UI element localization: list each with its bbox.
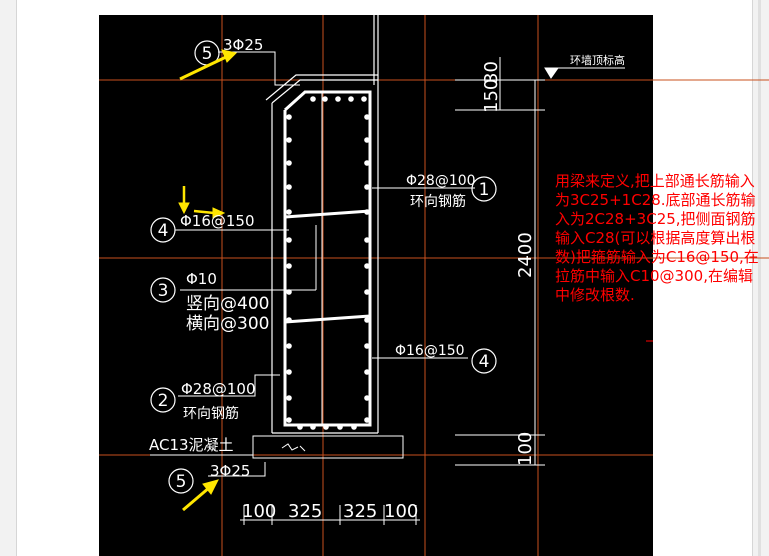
red-annotation-text: 用梁来定义,把上部通长筋输入为3C25+1C28.底部通长筋输入为2C28+3C… xyxy=(555,172,759,304)
callout-5-bottom: 5 xyxy=(176,472,187,492)
label-horizontal-spacing: 横向@300 xyxy=(186,314,269,334)
dim-30: 30 xyxy=(481,61,502,84)
label-vertical-spacing: 竖向@400 xyxy=(186,294,269,314)
label-phi10: Φ10 xyxy=(186,270,217,288)
callout-circles xyxy=(150,40,497,494)
callout-4-left: 4 xyxy=(158,221,169,241)
label-tie-right: Φ16@150 xyxy=(395,343,465,359)
rebar-cage xyxy=(283,90,372,427)
label-ring-bar-top-desc: 环向钢筋 xyxy=(410,193,466,210)
left-window-border xyxy=(0,0,17,556)
label-concrete: AC13泥凝土 xyxy=(149,436,234,454)
callout-3: 3 xyxy=(158,281,169,301)
drawing-labels: 3Φ25 Φ28@100 环向钢筋 Φ16@150 Φ10 竖向@400 横向@… xyxy=(149,36,625,522)
footing xyxy=(150,435,404,459)
dim-150: 150 xyxy=(481,79,502,113)
vertical-dimension xyxy=(455,57,625,466)
label-ring-bar-bottom: Φ28@100 xyxy=(181,380,256,398)
label-top-elevation: 环墙顶标高 xyxy=(570,53,625,67)
callout-2: 2 xyxy=(158,391,169,411)
rebar-dots xyxy=(286,96,370,430)
dim-100-left: 100 xyxy=(242,501,276,522)
horizontal-dimension xyxy=(240,505,420,525)
label-ring-bar-top: Φ28@100 xyxy=(406,173,476,189)
dim-100-right: 100 xyxy=(384,501,418,522)
callout-4-right: 4 xyxy=(479,352,490,372)
right-scrollbar-track[interactable] xyxy=(758,0,761,556)
dim-100-vertical: 100 xyxy=(515,432,536,466)
callout-1: 1 xyxy=(479,180,490,200)
label-bottom-bar: 3Φ25 xyxy=(210,462,250,480)
wall-outline xyxy=(265,15,379,434)
yellow-arrows xyxy=(178,49,238,512)
label-top-bar: 3Φ25 xyxy=(223,36,263,54)
label-ring-bar-bottom-desc: 环向钢筋 xyxy=(183,405,239,422)
leader-lines xyxy=(175,51,475,477)
dim-325-b: 325 xyxy=(343,501,377,522)
cad-drawing-canvas[interactable] xyxy=(99,15,653,556)
callout-numbers: 5 4 3 2 5 1 4 xyxy=(158,44,490,492)
dim-2400: 2400 xyxy=(515,232,536,278)
label-tie-left: Φ16@150 xyxy=(180,212,255,230)
dim-325-a: 325 xyxy=(288,501,322,522)
callout-5-top: 5 xyxy=(202,44,213,64)
tie-bars xyxy=(284,209,371,324)
